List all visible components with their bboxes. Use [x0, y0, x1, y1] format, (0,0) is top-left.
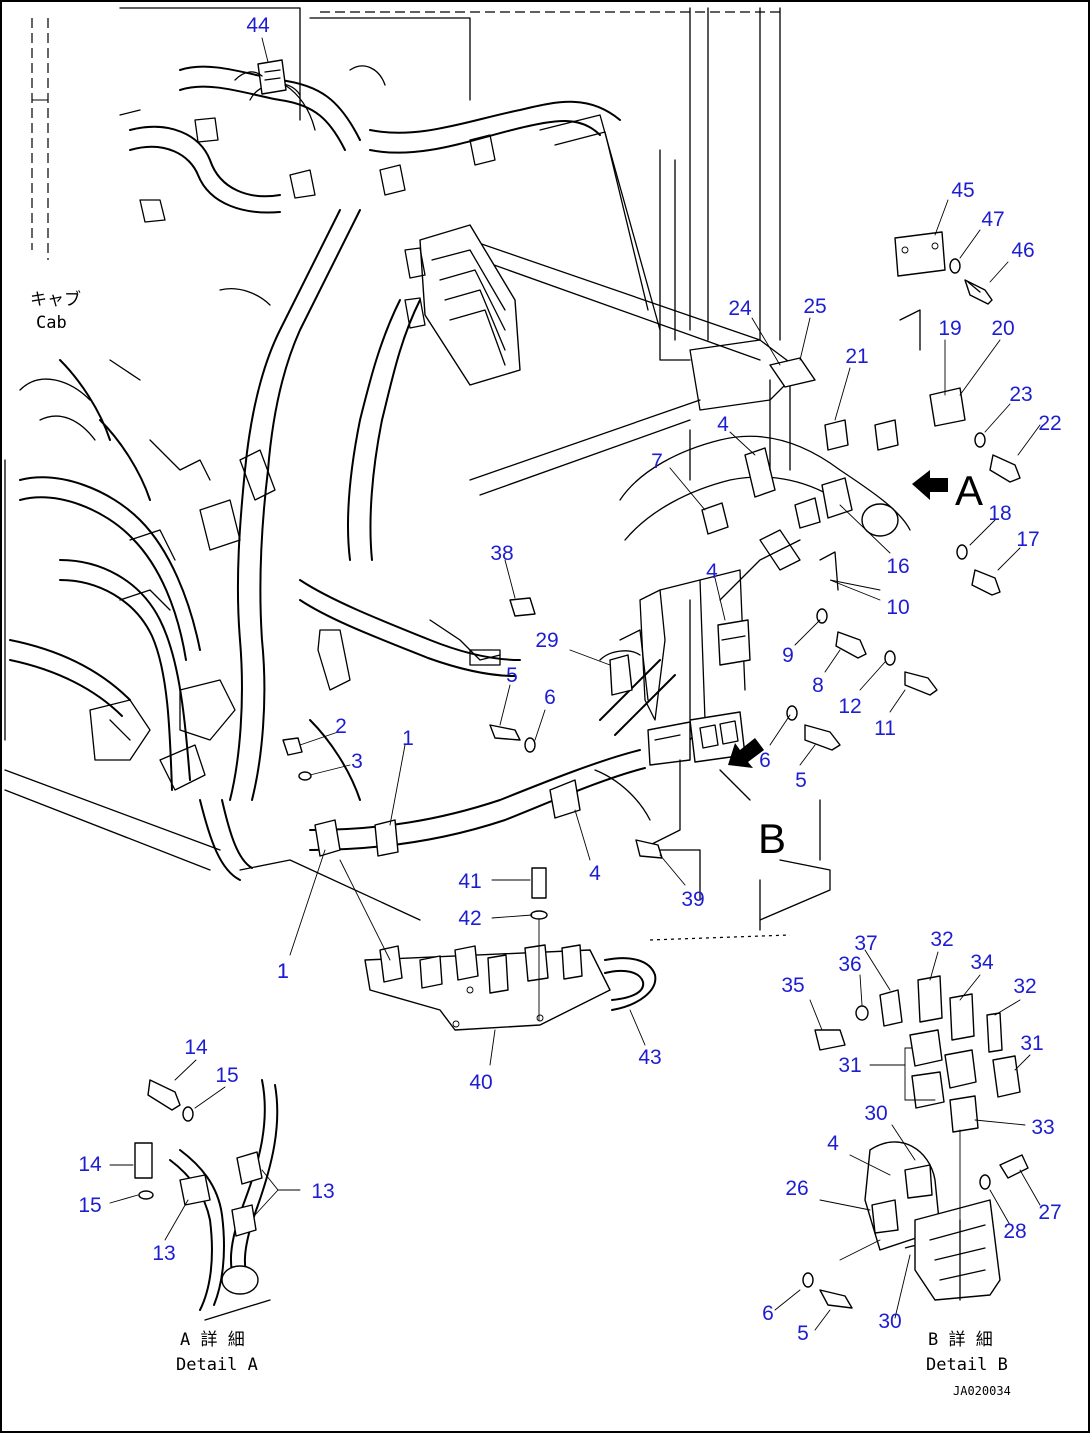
cab-label-jp: キャブ [30, 289, 81, 310]
view-arrows [728, 470, 948, 768]
callout-4: 4 [589, 862, 601, 885]
detail-a-drawing [134, 1079, 279, 1321]
callout-42: 42 [458, 907, 481, 930]
connector-44 [234, 59, 316, 131]
callout-17: 17 [1016, 528, 1039, 551]
callout-9: 9 [782, 644, 794, 667]
callout-36: 36 [838, 953, 861, 976]
callout-10: 10 [886, 596, 909, 619]
callout-37: 37 [854, 932, 877, 955]
callout-33: 33 [1031, 1116, 1054, 1139]
callout-30: 30 [878, 1310, 901, 1333]
callout-4: 4 [827, 1132, 839, 1155]
callout-11: 11 [874, 717, 896, 740]
callout-32: 32 [1013, 975, 1036, 998]
callout-31: 31 [1020, 1032, 1043, 1055]
view-label-a: A [955, 467, 983, 514]
detail-a-title-jp: A 詳 細 [180, 1330, 245, 1350]
callout-4: 4 [717, 413, 729, 436]
callout-6: 6 [544, 686, 556, 709]
callout-1: 1 [277, 960, 289, 983]
callout-5: 5 [506, 664, 518, 687]
callout-27: 27 [1038, 1201, 1061, 1224]
callout-13: 13 [152, 1242, 175, 1265]
callout-43: 43 [638, 1046, 661, 1069]
callout-29: 29 [535, 629, 558, 652]
callout-8: 8 [812, 674, 824, 697]
callout-21: 21 [845, 345, 868, 368]
callout-12: 12 [838, 695, 861, 718]
callout-40: 40 [469, 1071, 492, 1094]
callout-18: 18 [988, 502, 1011, 525]
detail-b-drawing [802, 975, 1029, 1309]
callout-41: 41 [458, 870, 481, 893]
callout-5: 5 [795, 769, 807, 792]
callout-38: 38 [490, 542, 513, 565]
callout-4: 4 [706, 560, 718, 583]
cab-label-en: Cab [36, 313, 67, 333]
cab-harness [9, 65, 676, 881]
callout-7: 7 [651, 450, 663, 473]
upper-bracket-area [619, 231, 966, 601]
callout-46: 46 [1011, 239, 1034, 262]
callout-24: 24 [728, 297, 752, 320]
callout-15: 15 [215, 1064, 238, 1087]
callout-19: 19 [938, 317, 961, 340]
detail-b-title-jp: B 詳 細 [928, 1330, 993, 1350]
bracket-plate-40 [339, 859, 657, 1031]
fasteners-right [282, 258, 1021, 859]
callout-20: 20 [991, 317, 1014, 340]
detail-a-title-en: Detail A [176, 1355, 258, 1375]
callout-13: 13 [311, 1180, 334, 1203]
view-label-b: B [758, 815, 786, 862]
relay-assembly [599, 569, 751, 851]
leader-lines [109, 37, 1041, 1331]
detail-b-title-en: Detail B [926, 1355, 1008, 1375]
callout-30: 30 [864, 1102, 887, 1125]
view-arrow-b-icon [728, 738, 764, 768]
callout-2: 2 [335, 715, 347, 738]
callout-34: 34 [970, 951, 994, 974]
callout-26: 26 [785, 1177, 808, 1200]
callout-14: 14 [78, 1153, 102, 1176]
callout-16: 16 [886, 555, 909, 578]
drawing-number: JA020034 [953, 1384, 1011, 1398]
callout-23: 23 [1009, 383, 1032, 406]
callout-1: 1 [402, 727, 414, 750]
callout-6: 6 [762, 1302, 774, 1325]
callout-31: 31 [838, 1054, 861, 1077]
callout-47: 47 [981, 208, 1004, 231]
harness-clamps [314, 769, 651, 857]
cab-structure [4, 7, 831, 941]
callout-22: 22 [1038, 412, 1061, 435]
cab-fuse-box [404, 224, 521, 386]
callout-25: 25 [803, 295, 826, 318]
callout-45: 45 [951, 179, 974, 202]
callout-35: 35 [781, 974, 804, 997]
callout-32: 32 [930, 928, 953, 951]
callout-3: 3 [351, 750, 363, 773]
callout-15: 15 [78, 1194, 101, 1217]
callout-14: 14 [184, 1036, 208, 1059]
callout-44: 44 [246, 14, 270, 37]
view-arrow-a-icon [912, 470, 948, 500]
callout-1: 1 [277, 960, 289, 983]
callout-6: 6 [759, 749, 771, 772]
callout-39: 39 [681, 888, 704, 911]
callout-5: 5 [797, 1322, 809, 1345]
callout-28: 28 [1003, 1220, 1026, 1243]
